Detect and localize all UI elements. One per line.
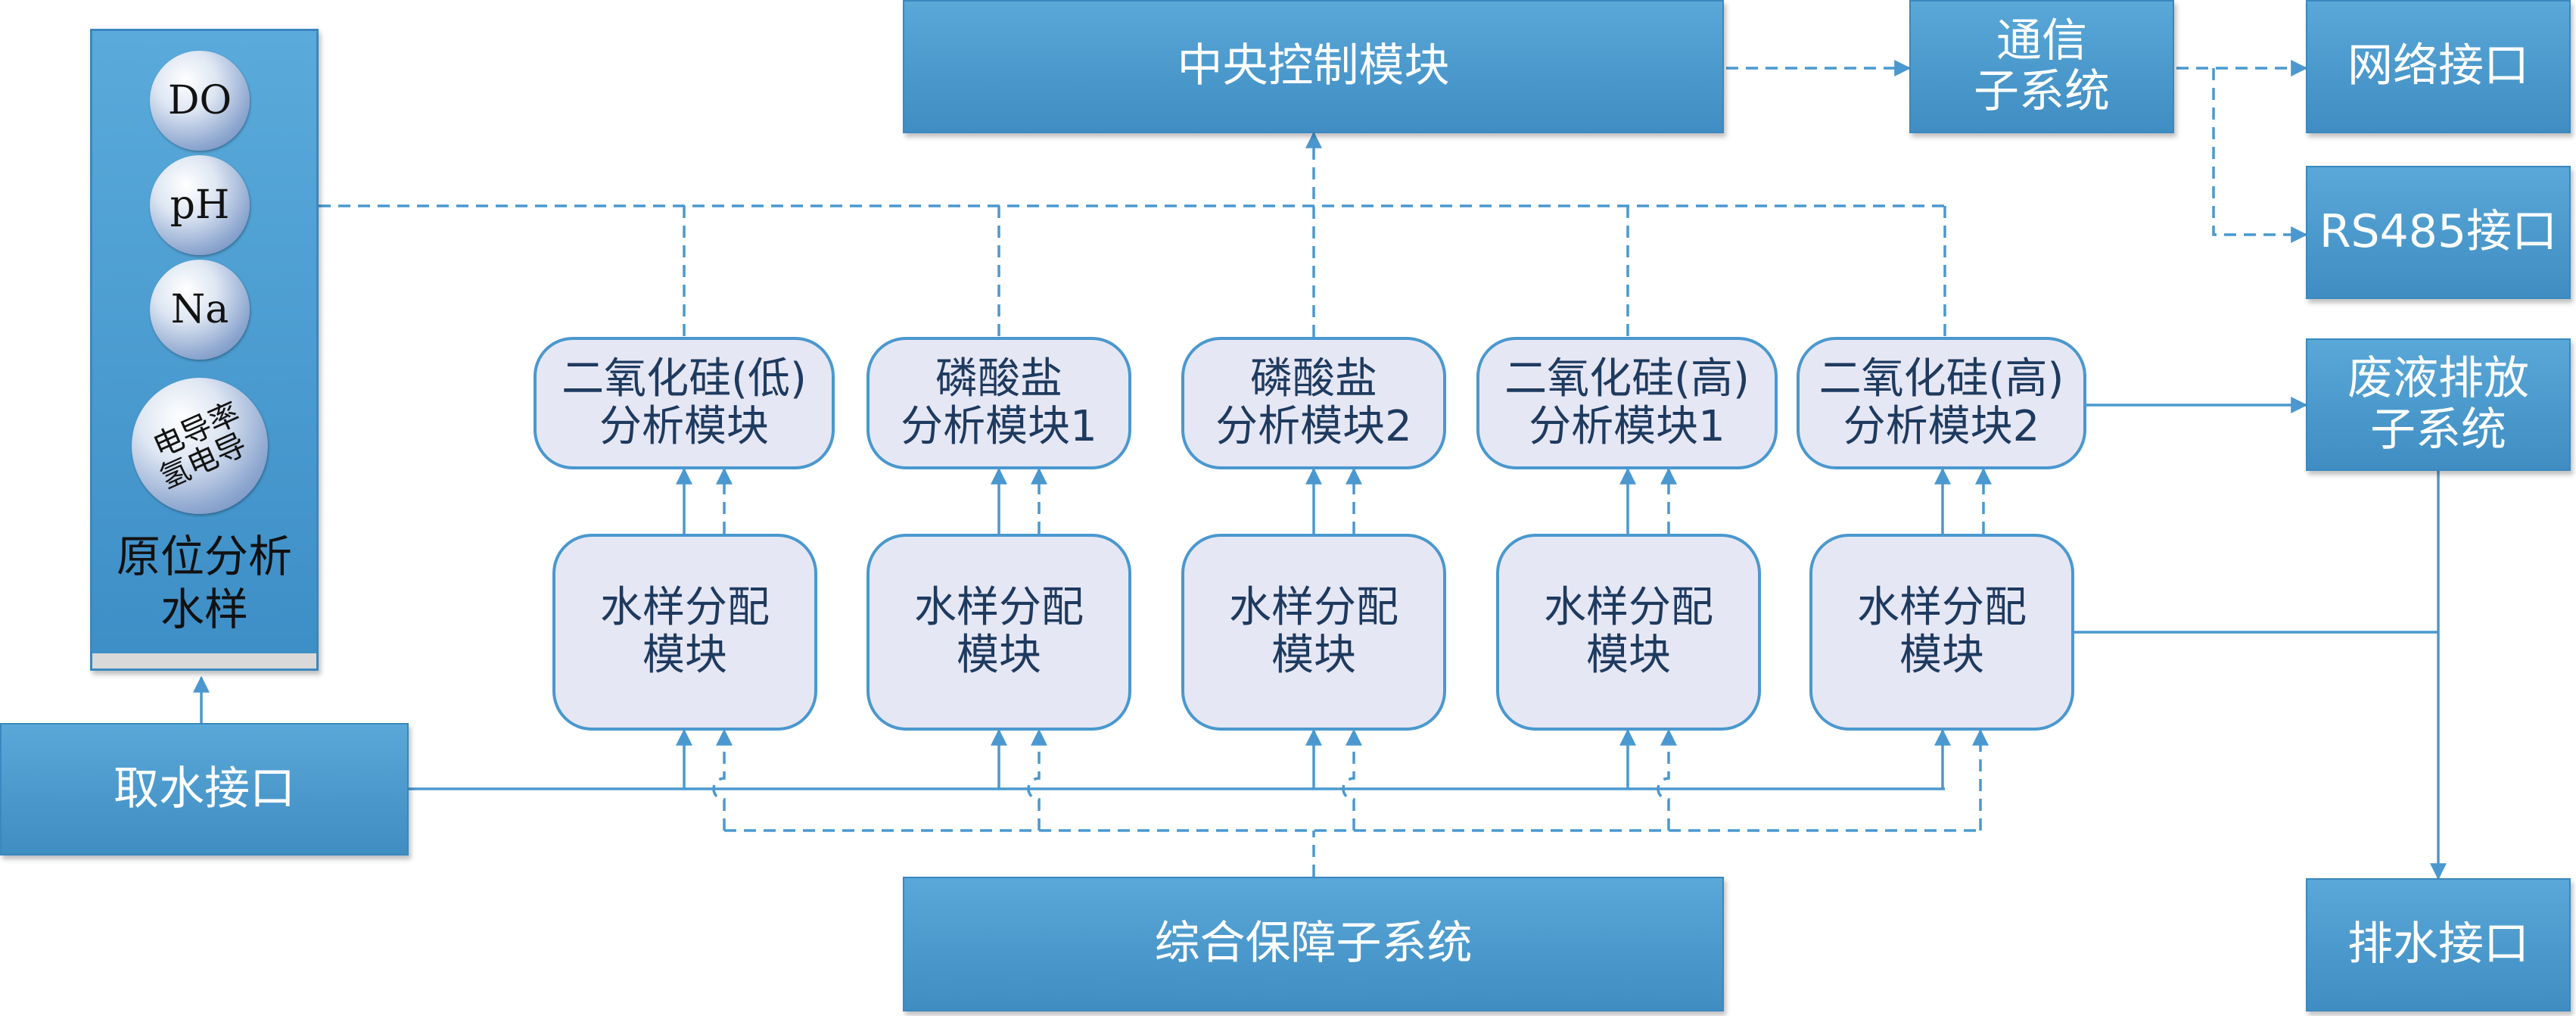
- communication-line-2: 子系统: [1974, 65, 2110, 118]
- network-interface-label: 网络接口: [2347, 39, 2529, 93]
- analyzer-5-line-2: 分析模块2: [1843, 401, 2040, 451]
- analyzer-2-line-2: 分析模块1: [901, 401, 1097, 451]
- in-situ-label-line-2: 水样: [160, 583, 248, 635]
- waste-discharge-line-1: 废液排放: [2347, 352, 2529, 406]
- water-intake-label: 取水接口: [114, 762, 295, 815]
- distributor-2-line-1: 水样分配: [914, 583, 1084, 633]
- central-control-module: 中央控制模块: [903, 0, 1724, 133]
- analysis-module-phosphate-2: 磷酸盐 分析模块2: [1181, 337, 1446, 469]
- central-control-label: 中央控制模块: [1177, 39, 1450, 93]
- analyzer-3-line-1: 磷酸盐: [1250, 354, 1377, 404]
- support-subsystem-label: 综合保障子系统: [1154, 917, 1473, 971]
- communication-subsystem: 通信 子系统: [1909, 0, 2174, 133]
- waste-discharge-line-2: 子系统: [2370, 403, 2506, 457]
- distributor-5-line-1: 水样分配: [1857, 583, 2027, 633]
- analyzer-5-line-1: 二氧化硅(高): [1818, 354, 2064, 404]
- analysis-module-silica-high-2: 二氧化硅(高) 分析模块2: [1797, 337, 2086, 469]
- distributor-3-line-1: 水样分配: [1229, 583, 1398, 633]
- conductivity-sensor-label: 电导率 氢电导: [148, 396, 251, 496]
- analyzer-2-line-1: 磷酸盐: [935, 354, 1062, 404]
- in-situ-analysis-panel: DO pH Na 电导率 氢电导 原位分析 水样: [90, 29, 319, 671]
- analyzer-4-line-1: 二氧化硅(高): [1504, 354, 1750, 404]
- network-interface: 网络接口: [2306, 0, 2571, 133]
- na-sensor: Na: [150, 260, 250, 360]
- distributor-1-line-1: 水样分配: [600, 583, 770, 633]
- ph-sensor-label: pH: [170, 182, 230, 228]
- distributor-5-line-2: 模块: [1899, 631, 1984, 680]
- do-sensor-label: DO: [167, 78, 232, 123]
- waste-discharge-subsystem: 废液排放 子系统: [2306, 338, 2571, 471]
- distribution-module-4: 水样分配 模块: [1496, 534, 1761, 731]
- drain-interface: 排水接口: [2306, 878, 2571, 1011]
- distributor-2-line-2: 模块: [957, 631, 1041, 680]
- analyzer-1-line-1: 二氧化硅(低): [562, 354, 807, 404]
- analysis-module-silica-low: 二氧化硅(低) 分析模块: [534, 337, 835, 469]
- distribution-module-1: 水样分配 模块: [552, 534, 817, 731]
- distributor-3-line-2: 模块: [1271, 631, 1356, 680]
- sample-flow-lines: [193, 397, 2447, 880]
- distribution-module-5: 水样分配 模块: [1809, 534, 2074, 731]
- analysis-module-phosphate-1: 磷酸盐 分析模块1: [866, 337, 1131, 469]
- rs485-interface: RS485接口: [2306, 166, 2571, 299]
- analysis-module-silica-high-1: 二氧化硅(高) 分析模块1: [1476, 337, 1778, 469]
- distribution-module-3: 水样分配 模块: [1181, 534, 1446, 731]
- drain-interface-label: 排水接口: [2347, 918, 2529, 971]
- ph-sensor: pH: [150, 155, 250, 255]
- water-intake-interface: 取水接口: [0, 723, 409, 855]
- support-subsystem: 综合保障子系统: [903, 877, 1724, 1011]
- communication-line-1: 通信: [1996, 14, 2087, 67]
- rs485-interface-label: RS485接口: [2319, 205, 2558, 259]
- distribution-module-2: 水样分配 模块: [866, 534, 1131, 731]
- analyzer-3-line-2: 分析模块2: [1215, 401, 1412, 451]
- in-situ-label-line-1: 原位分析: [116, 531, 292, 582]
- panel-base: [92, 653, 316, 669]
- analyzer-4-line-2: 分析模块1: [1529, 401, 1725, 451]
- conductivity-sensor: 电导率 氢电导: [132, 378, 268, 514]
- distributor-1-line-2: 模块: [642, 631, 727, 680]
- analyzer-1-line-2: 分析模块: [599, 401, 769, 451]
- distributor-4-line-2: 模块: [1586, 631, 1671, 680]
- na-sensor-label: Na: [170, 287, 229, 332]
- in-situ-analysis-label: 原位分析 水样: [92, 531, 316, 636]
- do-sensor: DO: [150, 51, 250, 151]
- distributor-4-line-1: 水样分配: [1544, 583, 1713, 633]
- signal-lines: [319, 60, 2308, 877]
